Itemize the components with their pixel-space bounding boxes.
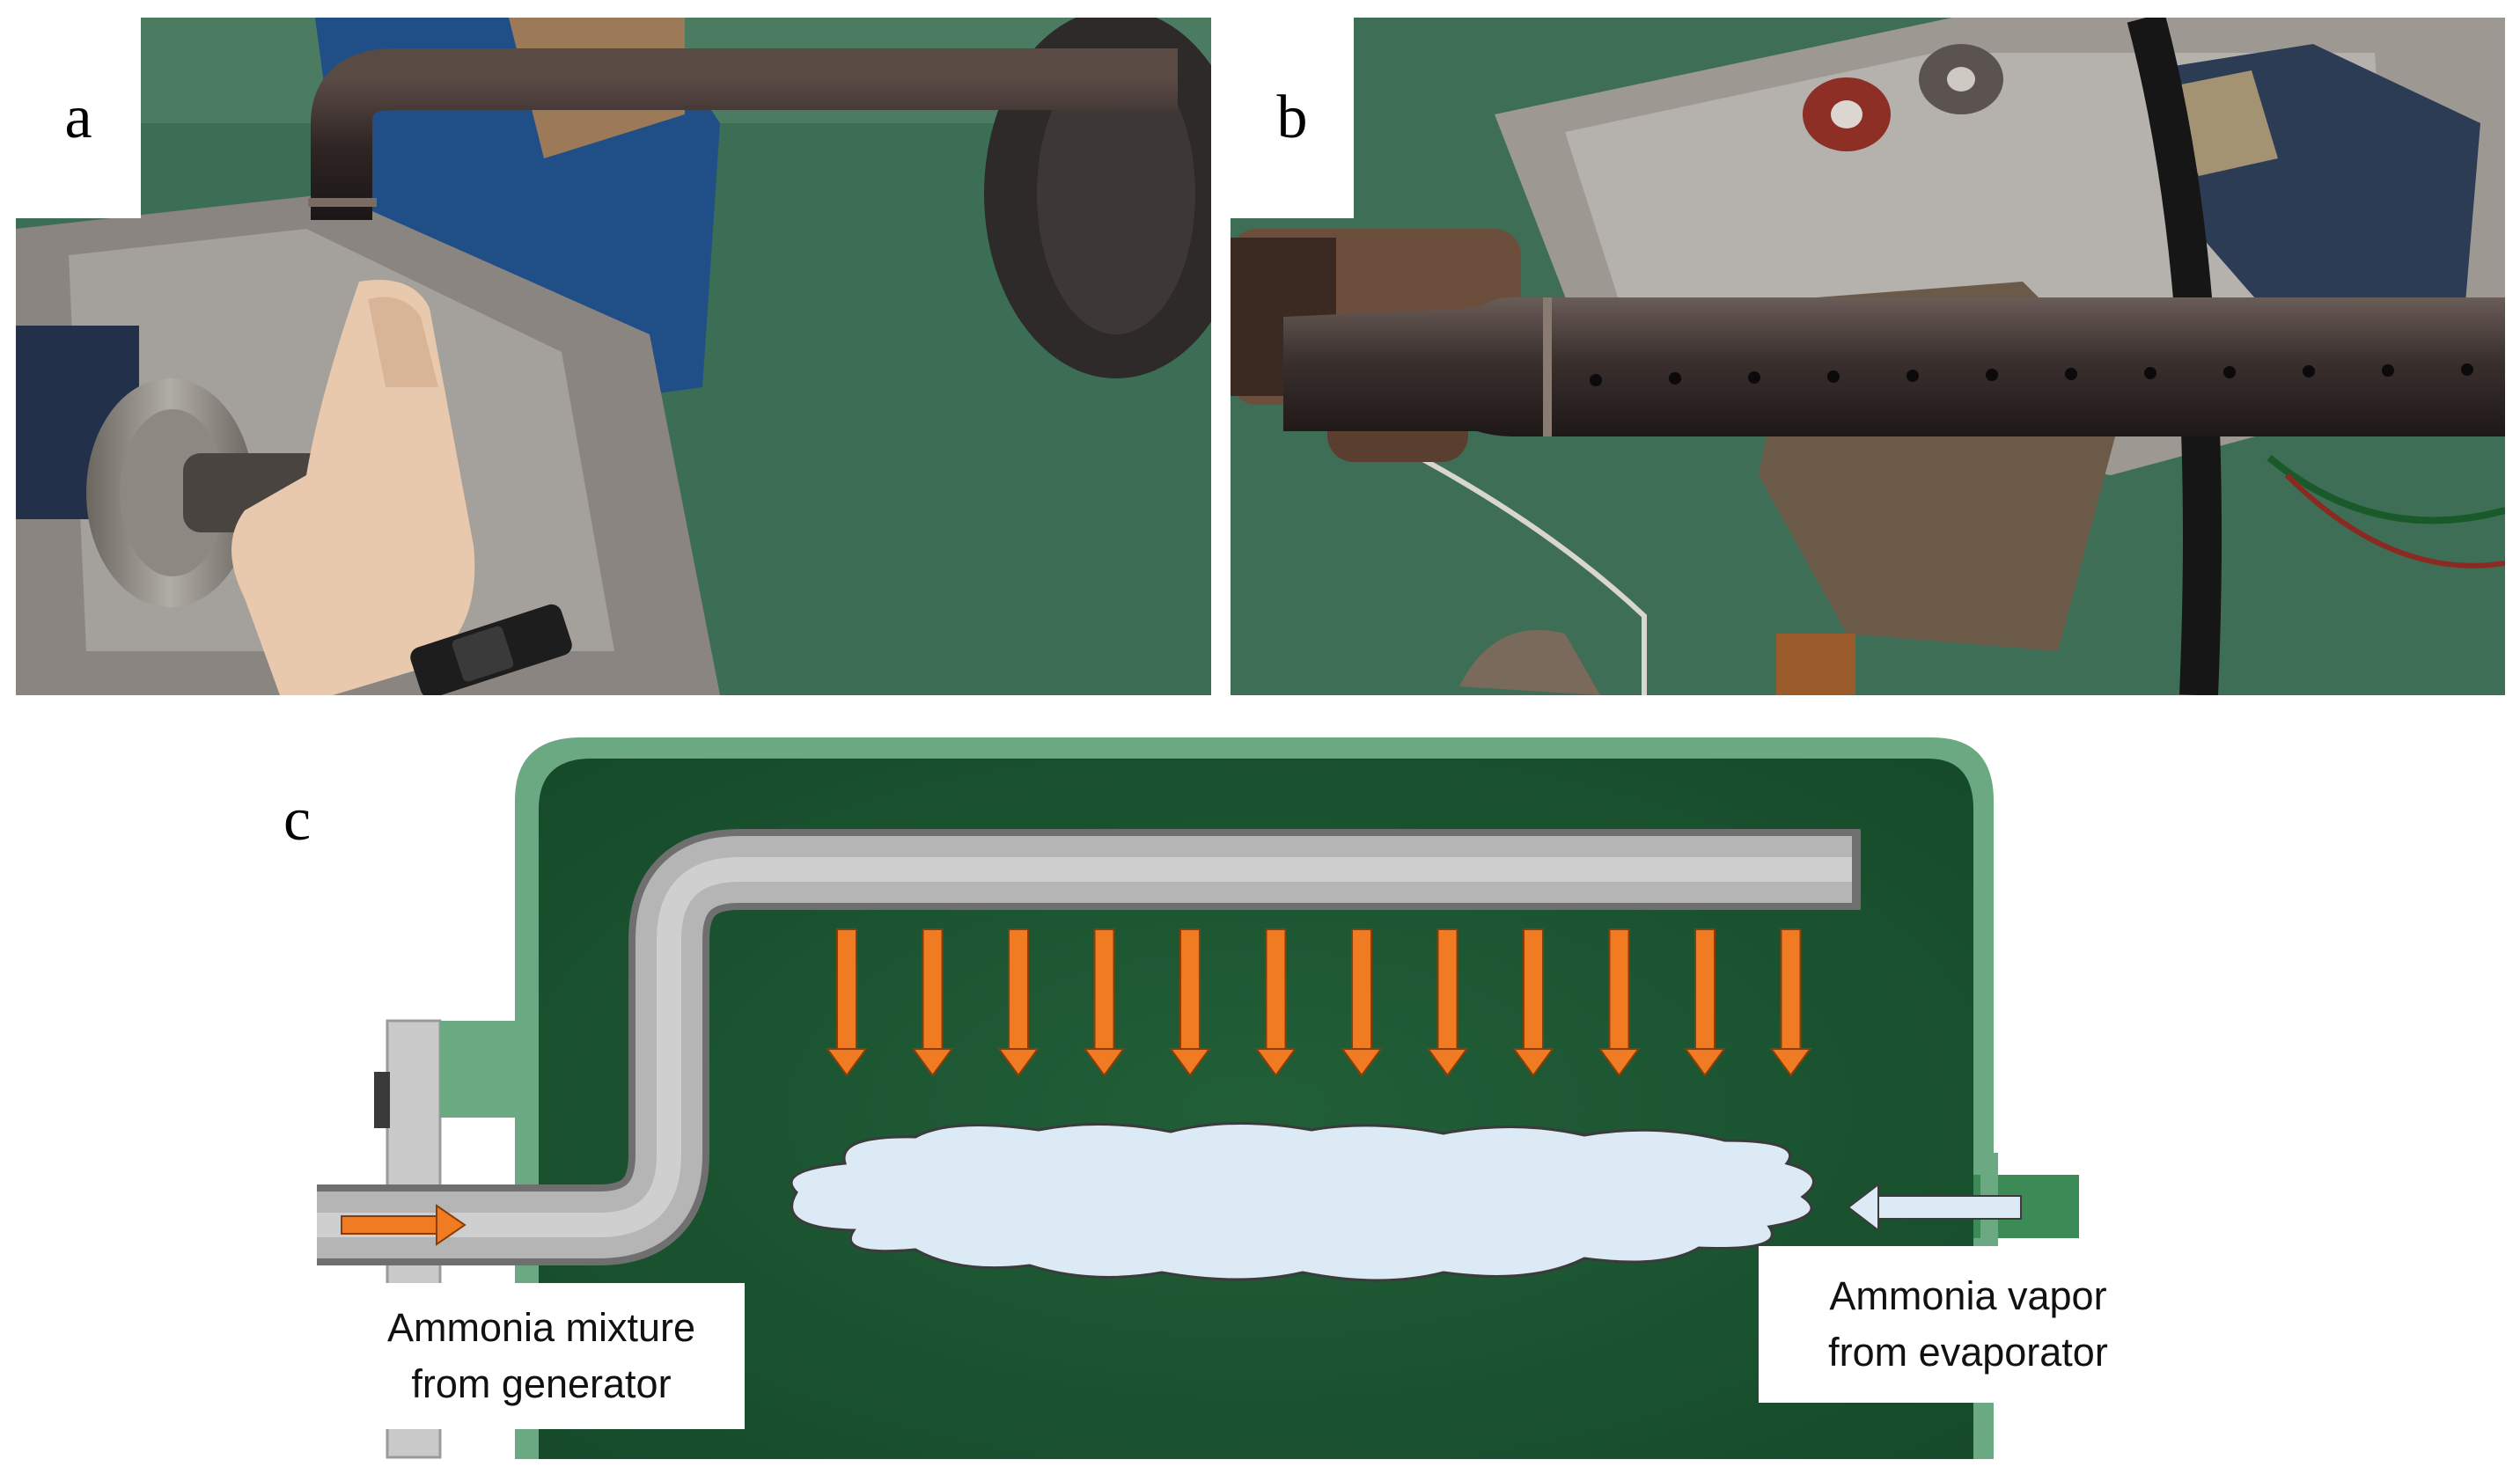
inlet-caption-line2: from generator	[411, 1361, 672, 1406]
arrow-down-icon	[1598, 928, 1641, 1077]
flow-arrows	[826, 928, 1812, 1077]
inlet-nozzle-shell	[440, 1021, 539, 1118]
arrow-down-icon	[1254, 928, 1297, 1077]
inlet-caption-line1: Ammonia mixture	[386, 1305, 696, 1350]
vapor-caption-line2: from evaporator	[1828, 1330, 2108, 1375]
photo-a-pipe-bend	[16, 18, 1211, 695]
photo-a-illustration	[16, 18, 1211, 695]
vapor-caption: Ammonia vapor from evaporator	[1759, 1246, 2178, 1403]
arrow-left-icon	[1847, 1182, 2022, 1233]
arrow-down-icon	[1169, 928, 1211, 1077]
arrow-right-icon	[341, 1204, 467, 1246]
vapor-caption-line1: Ammonia vapor	[1829, 1273, 2107, 1318]
arrow-down-icon	[1684, 928, 1726, 1077]
photo-b-illustration	[1231, 18, 2505, 695]
arrow-down-icon	[1426, 928, 1469, 1077]
inlet-flange-bolt	[374, 1072, 390, 1128]
arrow-down-icon	[997, 928, 1040, 1077]
panel-a-label: a	[16, 18, 141, 218]
arrow-down-icon	[1341, 928, 1383, 1077]
vapor-cloud	[790, 1121, 1815, 1282]
panel-b-label: b	[1231, 18, 1354, 218]
photo-b-perforated-pipe	[1231, 18, 2505, 695]
arrow-down-icon	[826, 928, 868, 1077]
arrow-down-icon	[1512, 928, 1554, 1077]
arrow-down-icon	[1083, 928, 1126, 1077]
sparger-pipe	[317, 829, 1861, 1265]
panel-c-label: c	[283, 786, 312, 854]
inlet-caption: Ammonia mixture from generator	[338, 1283, 745, 1429]
arrow-down-icon	[1769, 928, 1812, 1077]
arrow-down-icon	[911, 928, 954, 1077]
